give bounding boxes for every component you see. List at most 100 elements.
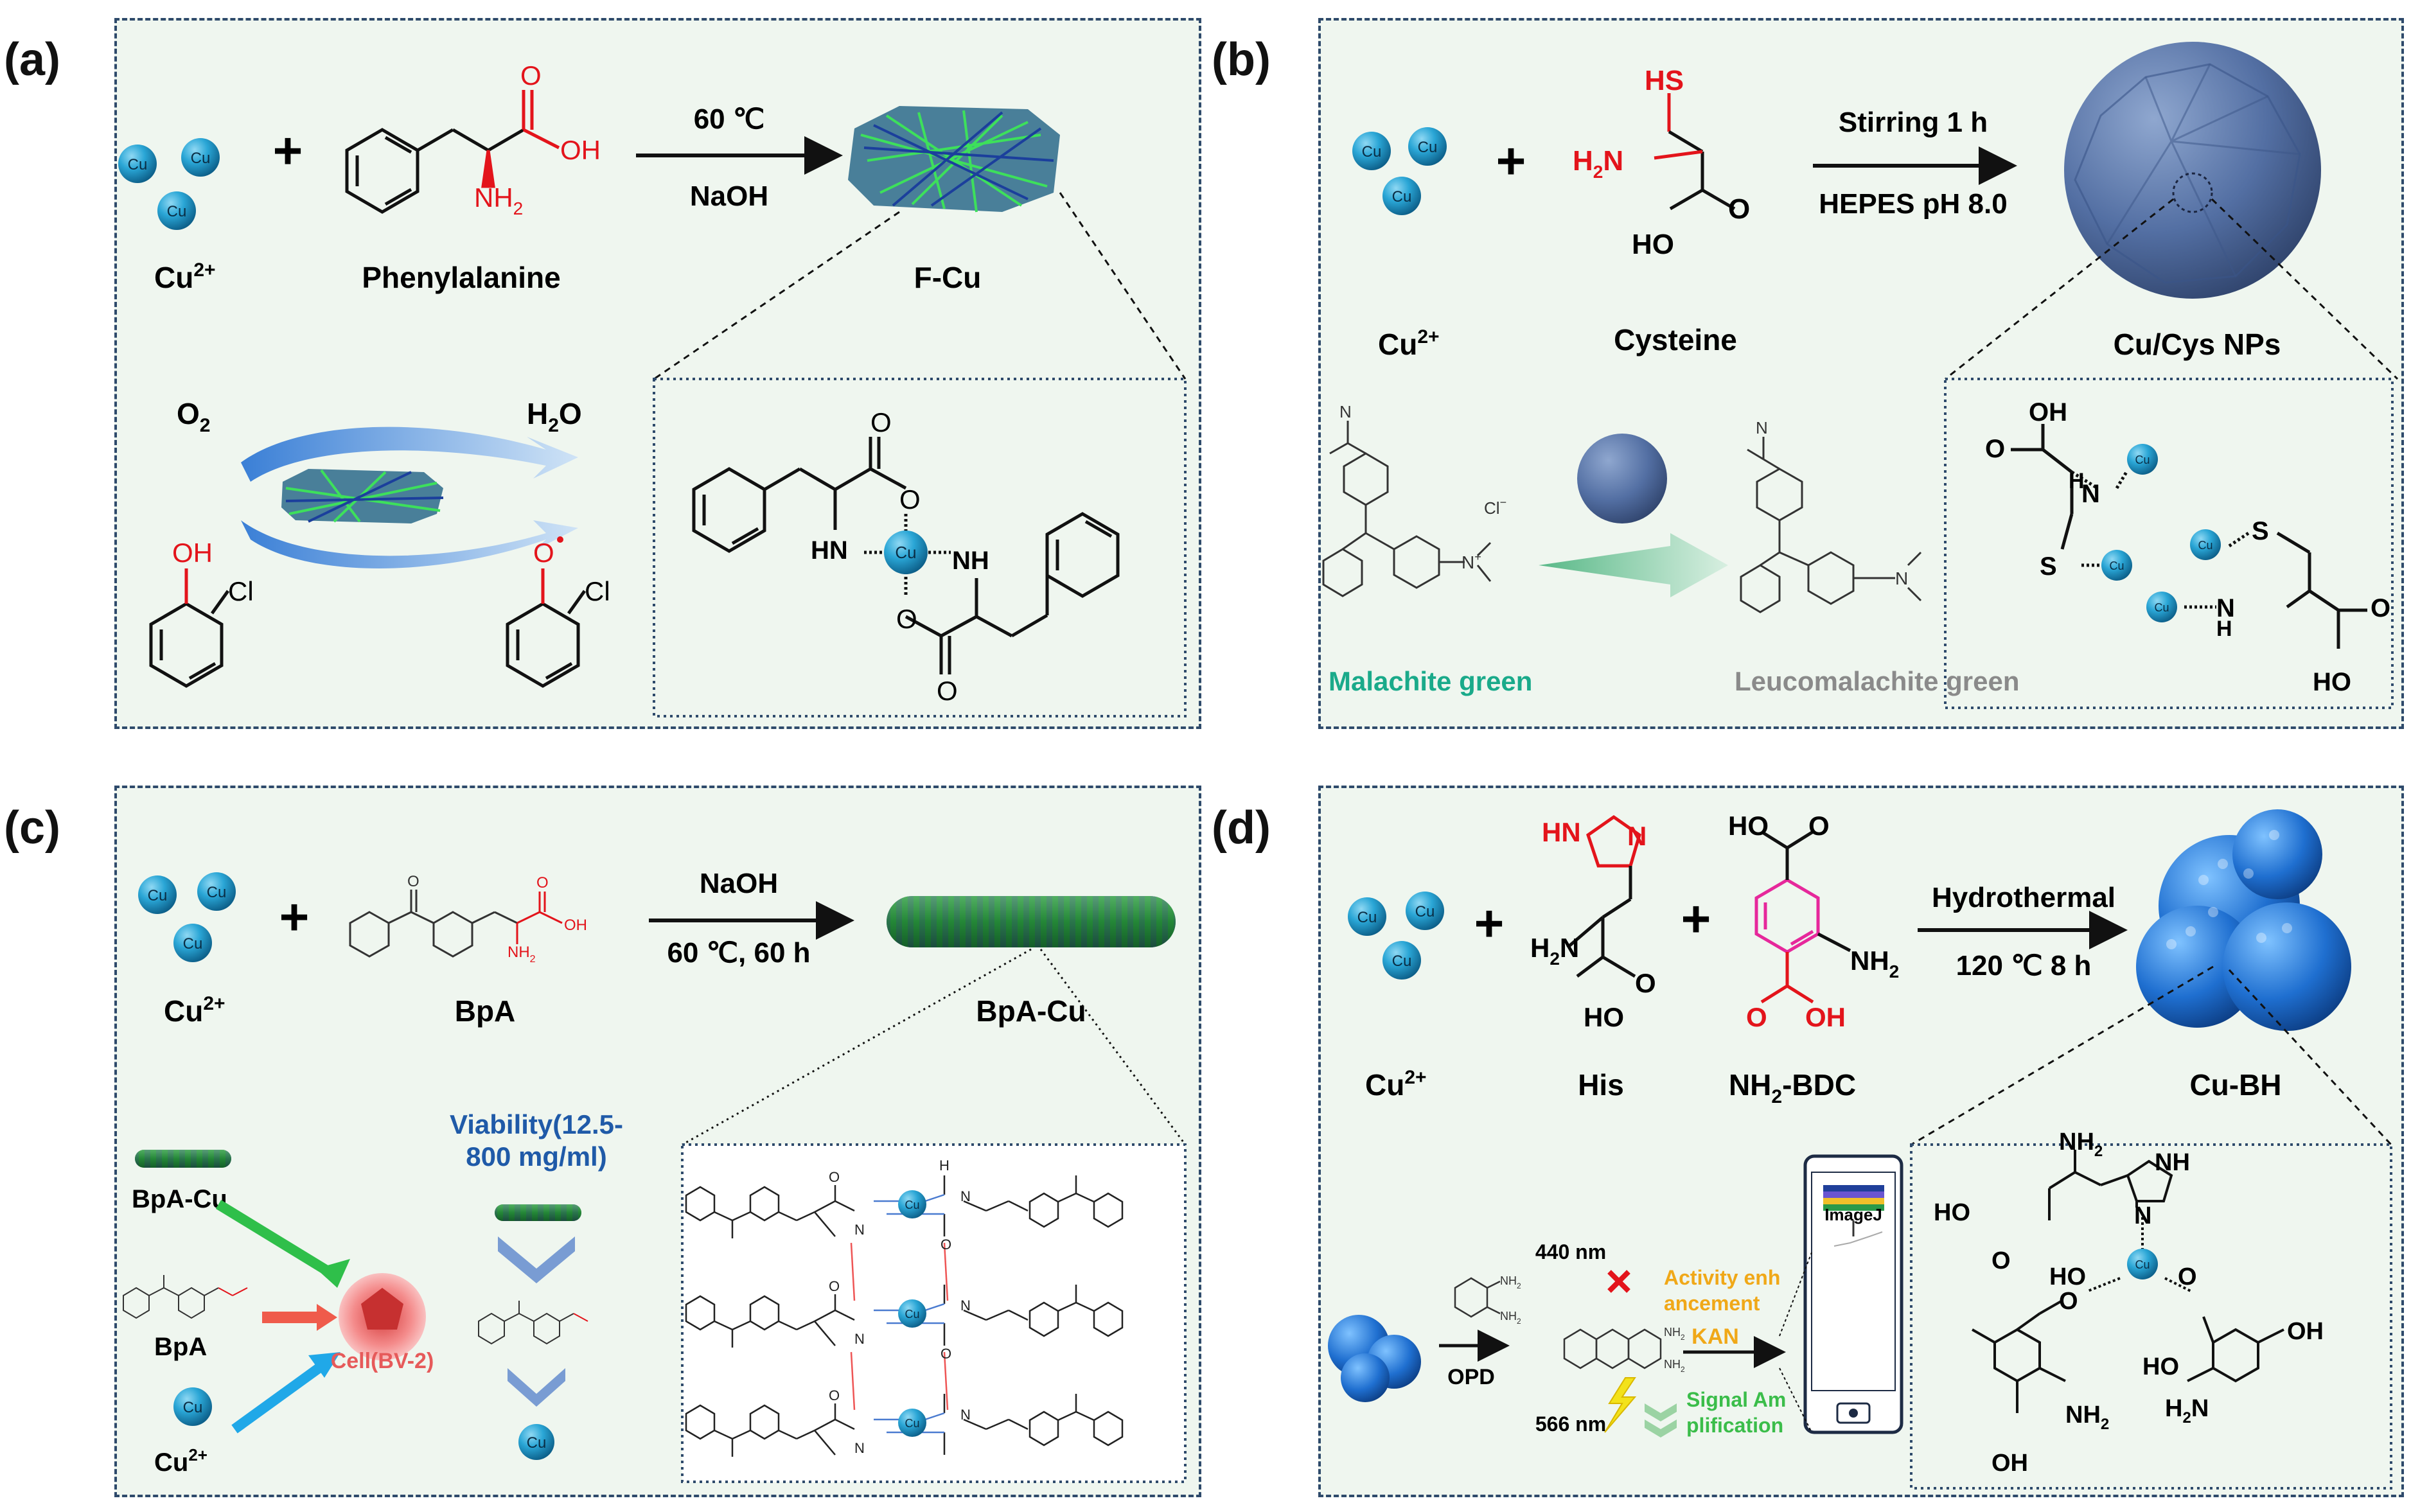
atom-oh: OH xyxy=(172,538,213,568)
product-label: F-Cu xyxy=(914,261,982,294)
atom-o: O xyxy=(1635,968,1656,998)
cu-center-text: Cu xyxy=(895,543,916,562)
atom-oh: OH xyxy=(1992,1450,2028,1477)
svg-text:Cu: Cu xyxy=(1392,188,1412,206)
reaction-condition-top: 60 ℃ xyxy=(694,103,765,135)
f-cu-crystal xyxy=(848,106,1060,213)
atom-s: S xyxy=(2252,517,2269,545)
atom-ho: HO xyxy=(1584,1002,1624,1032)
svg-text:O: O xyxy=(829,1169,840,1185)
cu-ion-cluster: Cu Cu Cu xyxy=(138,872,236,962)
signal-label-1: Signal Am xyxy=(1686,1388,1786,1411)
atom-nh: NH xyxy=(2155,1149,2190,1176)
svg-text:O: O xyxy=(941,1346,951,1362)
atom-nh2: NH2 xyxy=(1850,945,1899,981)
atom-o: O xyxy=(2178,1263,2197,1290)
plus-sign: + xyxy=(1496,132,1526,189)
atom-ho: HO xyxy=(2142,1353,2179,1380)
atom-o: O xyxy=(899,484,921,514)
reaction-condition-bottom: 60 ℃, 60 h xyxy=(667,937,810,969)
light-bolt-icon xyxy=(1604,1377,1637,1433)
svg-text:Cu: Cu xyxy=(1357,909,1377,926)
leucomalachite-green-structure xyxy=(1740,437,1922,613)
degradation-chevron xyxy=(508,1368,565,1407)
h2o-label: H2O xyxy=(527,397,582,436)
panel-b-content: Cu Cu Cu Cu2+ + HS H2N HO O Cysteine Sti… xyxy=(1322,42,2399,709)
svg-text:N: N xyxy=(854,1331,865,1347)
smartphone-icon xyxy=(1803,1154,1903,1434)
viability-cu-sphere xyxy=(518,1424,554,1460)
atom-nh2: NH2 xyxy=(1664,1358,1685,1374)
svg-text:Cu: Cu xyxy=(207,884,227,901)
cu-ion-text: Cu xyxy=(191,150,211,167)
svg-text:Cu: Cu xyxy=(183,935,203,953)
cu-bh-coordination xyxy=(1972,1150,2284,1413)
phenylalanine-structure xyxy=(345,90,560,214)
atom-o: O xyxy=(1985,435,2005,463)
atom-s: S xyxy=(2040,552,2057,581)
atom-o: O xyxy=(870,407,892,437)
zoom-inset-box xyxy=(681,1143,1187,1483)
cu-bh-cluster xyxy=(2136,809,2351,1031)
cu-bh-small-cluster xyxy=(1328,1315,1421,1402)
reaction-condition-top: Stirring 1 h xyxy=(1839,107,1988,138)
atom-o: O xyxy=(1728,193,1750,225)
atom-n: N xyxy=(2216,594,2235,622)
zoom-inset-box xyxy=(1910,1143,2392,1490)
svg-text:N: N xyxy=(960,1297,971,1314)
linker-label: NH2-BDC xyxy=(1729,1068,1856,1107)
panel-c-label: (c) xyxy=(4,802,60,854)
cu-sphere-group: Cu Cu Cu Cu xyxy=(2101,444,2221,622)
svg-text:Cu: Cu xyxy=(2198,539,2212,552)
atom-o: O xyxy=(520,60,542,91)
atom-nh2: NH2 xyxy=(508,944,536,965)
panel-c-content: Cu Cu Cu Cu2+ + O O OH NH2 BpA NaOH 60 xyxy=(123,868,1187,1483)
wavelength-440: 440 nm xyxy=(1535,1240,1606,1263)
atom-o: O xyxy=(1746,1002,1767,1032)
atom-ho: HO xyxy=(1632,229,1674,260)
atom-n: N xyxy=(1895,568,1908,588)
inset-cu-sphere xyxy=(2127,1249,2158,1279)
chlorophenol-structure xyxy=(149,568,230,688)
atom-oh: OH xyxy=(2029,398,2067,426)
histidine-structure xyxy=(1566,814,1641,978)
cu-cys-coordination xyxy=(2011,424,2367,649)
cu-ion-label: Cu2+ xyxy=(1365,1067,1427,1102)
legend-cu-sphere xyxy=(173,1387,212,1426)
atom-n: N xyxy=(1756,418,1768,437)
f-cu-small-crystal xyxy=(281,469,444,523)
cu-ion-label: Cu2+ xyxy=(1378,326,1440,361)
cu-ion-cluster: Cu Cu Cu xyxy=(118,138,220,230)
atom-ho: HO xyxy=(2313,668,2351,696)
atom-o-radical: O xyxy=(533,538,554,568)
svg-text:H: H xyxy=(939,1157,949,1174)
svg-text:Cu: Cu xyxy=(527,1434,547,1452)
amino-acid-label: Phenylalanine xyxy=(362,261,560,294)
svg-text:Cu: Cu xyxy=(1392,953,1412,970)
degradation-chevron xyxy=(498,1236,575,1283)
legend-bpa: BpA xyxy=(154,1333,207,1361)
o2-label: O2 xyxy=(177,397,210,436)
atom-o: O xyxy=(2059,1288,2078,1315)
atom-h: H xyxy=(2069,469,2085,493)
svg-text:Cu: Cu xyxy=(905,1417,919,1430)
phenoxy-radical-structure xyxy=(506,568,587,688)
svg-text:Cu: Cu xyxy=(183,1399,203,1416)
cu-ion-cluster: Cu Cu Cu xyxy=(1352,127,1447,215)
f-cu-complex-structure xyxy=(692,437,1120,674)
atom-oh: OH xyxy=(2287,1318,2324,1345)
bpa-structure xyxy=(349,890,563,958)
cu-ion-text: Cu xyxy=(167,203,187,220)
svg-text:Cu: Cu xyxy=(905,1199,919,1211)
atom-n-plus: N+ xyxy=(1462,550,1481,572)
atom-n: N xyxy=(1627,821,1647,851)
zoom-inset-box xyxy=(1944,378,2394,709)
svg-text:N: N xyxy=(960,1407,971,1423)
leucomalachite-green-label: Leucomalachite green xyxy=(1735,666,2019,696)
cu-center-sphere xyxy=(884,531,928,574)
atom-n: N xyxy=(2134,1202,2151,1229)
atom-n: N xyxy=(1339,402,1352,421)
atom-o: O xyxy=(2371,594,2390,622)
svg-text:Cu: Cu xyxy=(2135,1258,2150,1271)
atom-hn: HN xyxy=(1542,817,1581,847)
